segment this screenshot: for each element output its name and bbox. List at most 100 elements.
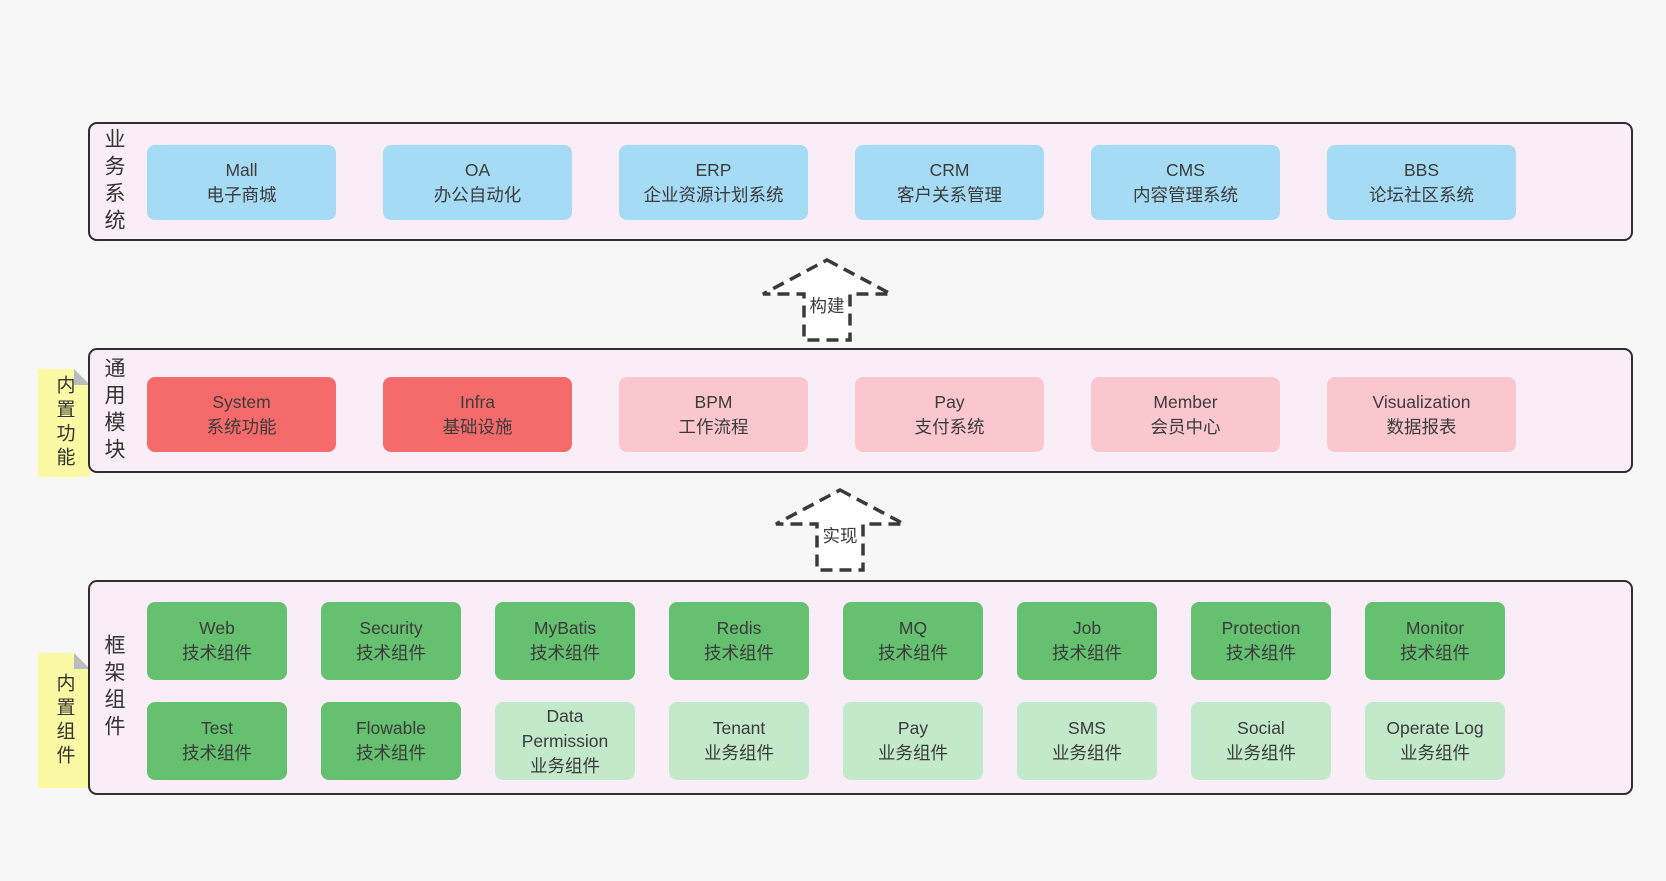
- business-box-crm: CRM 客户关系管理: [855, 145, 1044, 220]
- box-subtitle: 企业资源计划系统: [643, 184, 784, 205]
- component-box-test: Test 技术组件: [147, 702, 287, 780]
- box-title: Mall: [225, 159, 258, 180]
- component-box-monitor: Monitor 技术组件: [1365, 602, 1505, 680]
- box-subtitle: 业务组件: [704, 743, 774, 763]
- box-subtitle: 业务组件: [1052, 743, 1122, 763]
- box-title: Operate Log: [1386, 718, 1484, 738]
- business-panel-side-label: 业务系统: [102, 127, 125, 236]
- box-title: Member: [1153, 391, 1218, 412]
- box-subtitle: 业务组件: [1400, 743, 1470, 763]
- box-subtitle: 支付系统: [914, 416, 985, 437]
- component-box-security: Security 技术组件: [321, 602, 461, 680]
- business-box-erp: ERP 企业资源计划系统: [619, 145, 808, 220]
- module-box-pay: Pay 支付系统: [855, 377, 1044, 452]
- box-subtitle: 会员中心: [1150, 416, 1221, 437]
- box-title: Visualization: [1372, 391, 1471, 412]
- framework-boxes-row-2: Test 技术组件 Flowable 技术组件 Data Permission …: [147, 702, 1505, 780]
- box-title: System: [212, 391, 271, 412]
- box-subtitle: 技术组件: [1400, 643, 1470, 663]
- box-title: OA: [464, 159, 491, 180]
- box-title: Pay: [934, 391, 965, 412]
- box-title: ERP: [695, 159, 732, 180]
- build-arrow-label: 构建: [806, 293, 848, 318]
- component-box-mq: MQ 技术组件: [843, 602, 983, 680]
- component-box-mybatis: MyBatis 技术组件: [495, 602, 635, 680]
- box-subtitle: 工作流程: [678, 416, 749, 437]
- module-box-system: System 系统功能: [147, 377, 336, 452]
- box-subtitle: 技术组件: [1052, 643, 1122, 663]
- component-box-sms: SMS 业务组件: [1017, 702, 1157, 780]
- box-subtitle: 业务组件: [530, 755, 600, 776]
- box-title: CMS: [1166, 159, 1205, 180]
- sticky-note-built-in-features: 内置功能: [38, 369, 90, 477]
- box-title: Tenant: [712, 718, 766, 738]
- box-title: CRM: [929, 159, 970, 180]
- framework-boxes-row-1: Web 技术组件 Security 技术组件 MyBatis 技术组件 Redi…: [147, 602, 1505, 680]
- component-box-pay: Pay 业务组件: [843, 702, 983, 780]
- box-title: Job: [1072, 618, 1102, 638]
- box-subtitle: 论坛社区系统: [1369, 184, 1474, 205]
- box-subtitle: 技术组件: [356, 743, 426, 763]
- sticky-note-built-in-components: 内置组件: [38, 653, 90, 788]
- component-box-protection: Protection 技术组件: [1191, 602, 1331, 680]
- box-subtitle: 办公自动化: [433, 184, 522, 205]
- box-title: Infra: [459, 391, 496, 412]
- box-title: BPM: [694, 391, 733, 412]
- box-subtitle: 系统功能: [206, 416, 277, 437]
- module-box-member: Member 会员中心: [1091, 377, 1280, 452]
- box-title: Data Permission: [521, 705, 609, 751]
- box-subtitle: 业务组件: [878, 743, 948, 763]
- component-box-redis: Redis 技术组件: [669, 602, 809, 680]
- component-box-web: Web 技术组件: [147, 602, 287, 680]
- module-box-infra: Infra 基础设施: [383, 377, 572, 452]
- box-subtitle: 内容管理系统: [1133, 184, 1238, 205]
- business-box-cms: CMS 内容管理系统: [1091, 145, 1280, 220]
- modules-panel-side-label: 通用模块: [102, 356, 125, 465]
- box-subtitle: 技术组件: [356, 643, 426, 663]
- business-boxes-row: Mall 电子商城 OA 办公自动化 ERP 企业资源计划系统 CRM 客户关系…: [147, 145, 1516, 220]
- business-box-mall: Mall 电子商城: [147, 145, 336, 220]
- module-boxes-row: System 系统功能 Infra 基础设施 BPM 工作流程 Pay 支付系统…: [147, 377, 1516, 452]
- box-subtitle: 技术组件: [530, 643, 600, 663]
- business-box-oa: OA 办公自动化: [383, 145, 572, 220]
- box-title: Monitor: [1405, 618, 1465, 638]
- common-modules-panel: 通用模块 System 系统功能 Infra 基础设施 BPM 工作流程 Pay…: [88, 348, 1633, 473]
- box-title: Web: [199, 618, 235, 638]
- box-title: MyBatis: [533, 618, 597, 638]
- business-box-bbs: BBS 论坛社区系统: [1327, 145, 1516, 220]
- box-title: Protection: [1221, 618, 1301, 638]
- component-box-operate-log: Operate Log 业务组件: [1365, 702, 1505, 780]
- box-subtitle: 技术组件: [182, 643, 252, 663]
- component-box-job: Job 技术组件: [1017, 602, 1157, 680]
- box-title: SMS: [1068, 718, 1106, 738]
- component-box-flowable: Flowable 技术组件: [321, 702, 461, 780]
- box-title: BBS: [1403, 159, 1440, 180]
- business-systems-panel: 业务系统 Mall 电子商城 OA 办公自动化 ERP 企业资源计划系统 CRM…: [88, 122, 1633, 241]
- box-subtitle: 数据报表: [1386, 416, 1457, 437]
- box-subtitle: 客户关系管理: [897, 184, 1002, 205]
- module-box-bpm: BPM 工作流程: [619, 377, 808, 452]
- box-title: Test: [200, 718, 234, 738]
- framework-components-panel: 框架组件 Web 技术组件 Security 技术组件 MyBatis 技术组件…: [88, 580, 1633, 795]
- sticky-note-label: 内置组件: [53, 672, 75, 769]
- box-title: Flowable: [355, 718, 427, 738]
- box-subtitle: 技术组件: [878, 643, 948, 663]
- box-subtitle: 电子商城: [206, 184, 277, 205]
- box-title: Social: [1237, 718, 1285, 738]
- implement-arrow: 实现: [770, 487, 910, 573]
- box-subtitle: 业务组件: [1226, 743, 1296, 763]
- box-title: Security: [359, 618, 423, 638]
- box-title: MQ: [898, 618, 928, 638]
- component-box-social: Social 业务组件: [1191, 702, 1331, 780]
- box-subtitle: 技术组件: [704, 643, 774, 663]
- box-subtitle: 基础设施: [442, 416, 513, 437]
- box-subtitle: 技术组件: [1226, 643, 1296, 663]
- component-box-data-permission: Data Permission 业务组件: [495, 702, 635, 780]
- box-title: Redis: [716, 618, 762, 638]
- implement-arrow-label: 实现: [819, 523, 861, 548]
- framework-panel-side-label: 框架组件: [102, 633, 125, 742]
- sticky-note-label: 内置功能: [53, 375, 75, 471]
- box-title: Pay: [897, 718, 929, 738]
- module-box-visualization: Visualization 数据报表: [1327, 377, 1516, 452]
- box-subtitle: 技术组件: [182, 743, 252, 763]
